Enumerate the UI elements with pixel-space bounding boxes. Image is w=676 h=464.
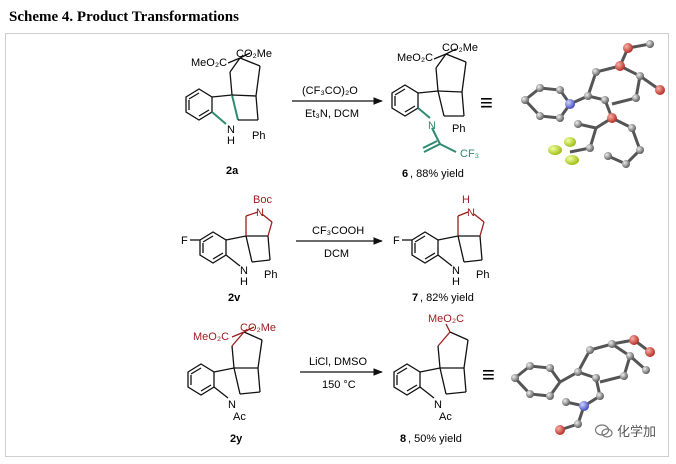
row2-product-ph: Ph <box>476 269 489 281</box>
row3-crystal-structure <box>511 335 655 435</box>
watermark-text: 化学加 <box>616 424 656 439</box>
row2-start-ph: Ph <box>264 269 277 281</box>
row3-product-ester: MeO₂C <box>428 313 464 325</box>
row1-start-ph: Ph <box>252 130 265 142</box>
row3-product-ac: Ac <box>439 411 452 423</box>
row3-product-number: 8 <box>400 433 406 445</box>
row1-start-ester-right: CO₂Me <box>236 48 272 60</box>
row1-start-h: H <box>227 135 235 147</box>
scheme-frame <box>5 33 669 457</box>
row1-start-n: N <box>227 124 235 136</box>
row1-product-number: 6 <box>402 168 408 180</box>
row2-product-molecule <box>402 211 485 267</box>
row3-start-n: N <box>228 399 236 411</box>
row3-product-molecule <box>393 323 469 399</box>
row3-start-molecule <box>187 326 263 399</box>
row2-product-f: F <box>393 235 400 247</box>
row1-product-cf3: CF₃ <box>460 148 479 160</box>
row1-crystal-structure <box>521 40 665 168</box>
row2-product-n: N <box>452 265 460 277</box>
row2-start-f: F <box>181 235 188 247</box>
row1-reagent-bottom: Et₃N, DCM <box>305 108 359 120</box>
row1-product-molecule <box>391 48 467 153</box>
row2-product-h: H <box>452 276 460 288</box>
row2-reagent-top: CF₃COOH <box>312 225 364 237</box>
row2-product-yield: , 82% yield <box>420 292 474 304</box>
row1-product-ester-left: MeO₂C <box>397 52 433 64</box>
row3-product-n: N <box>434 399 442 411</box>
row2-reagent-bottom: DCM <box>324 248 349 260</box>
row1-start-ester-left: MeO₂C <box>191 57 227 69</box>
row2-start-label: 2v <box>228 292 241 304</box>
row3-equiv-sign: ≡ <box>482 362 495 387</box>
row3-start-ester-left: MeO₂C <box>193 331 229 343</box>
row3-reagent-bottom: 150 °C <box>322 379 356 391</box>
row1-start-label: 2a <box>226 165 239 177</box>
row2-product-n-top: N <box>467 207 475 219</box>
watermark: 化学加 <box>594 421 656 440</box>
row1-product-n: N <box>428 120 436 132</box>
row1-product-ph: Ph <box>452 123 465 135</box>
row1-start-molecule <box>185 52 261 125</box>
row1-reagent-top: (CF₃CO)₂O <box>302 85 358 97</box>
row1-equiv-sign: ≡ <box>480 90 493 115</box>
row2-product-number: 7 <box>412 292 418 304</box>
row2-start-molecule <box>190 211 273 267</box>
scheme-title: Scheme 4. Product Transformations <box>9 9 239 25</box>
row3-start-ac: Ac <box>233 411 246 423</box>
row2-start-n-top: N <box>256 207 264 219</box>
row3-reagent-top: LiCl, DMSO <box>309 356 368 368</box>
row1-product-yield: , 88% yield <box>410 168 464 180</box>
row2-product-h-top: H <box>462 194 470 206</box>
row2-start-boc: Boc <box>253 194 272 206</box>
row2-start-n: N <box>240 265 248 277</box>
row3-start-ester-right: CO₂Me <box>240 322 276 334</box>
row3-product-yield: , 50% yield <box>408 433 462 445</box>
row1-product-ester-right: CO₂Me <box>442 42 478 54</box>
row2-start-h: H <box>240 276 248 288</box>
wechat-icon <box>594 423 613 438</box>
row3-start-label: 2y <box>230 433 243 445</box>
